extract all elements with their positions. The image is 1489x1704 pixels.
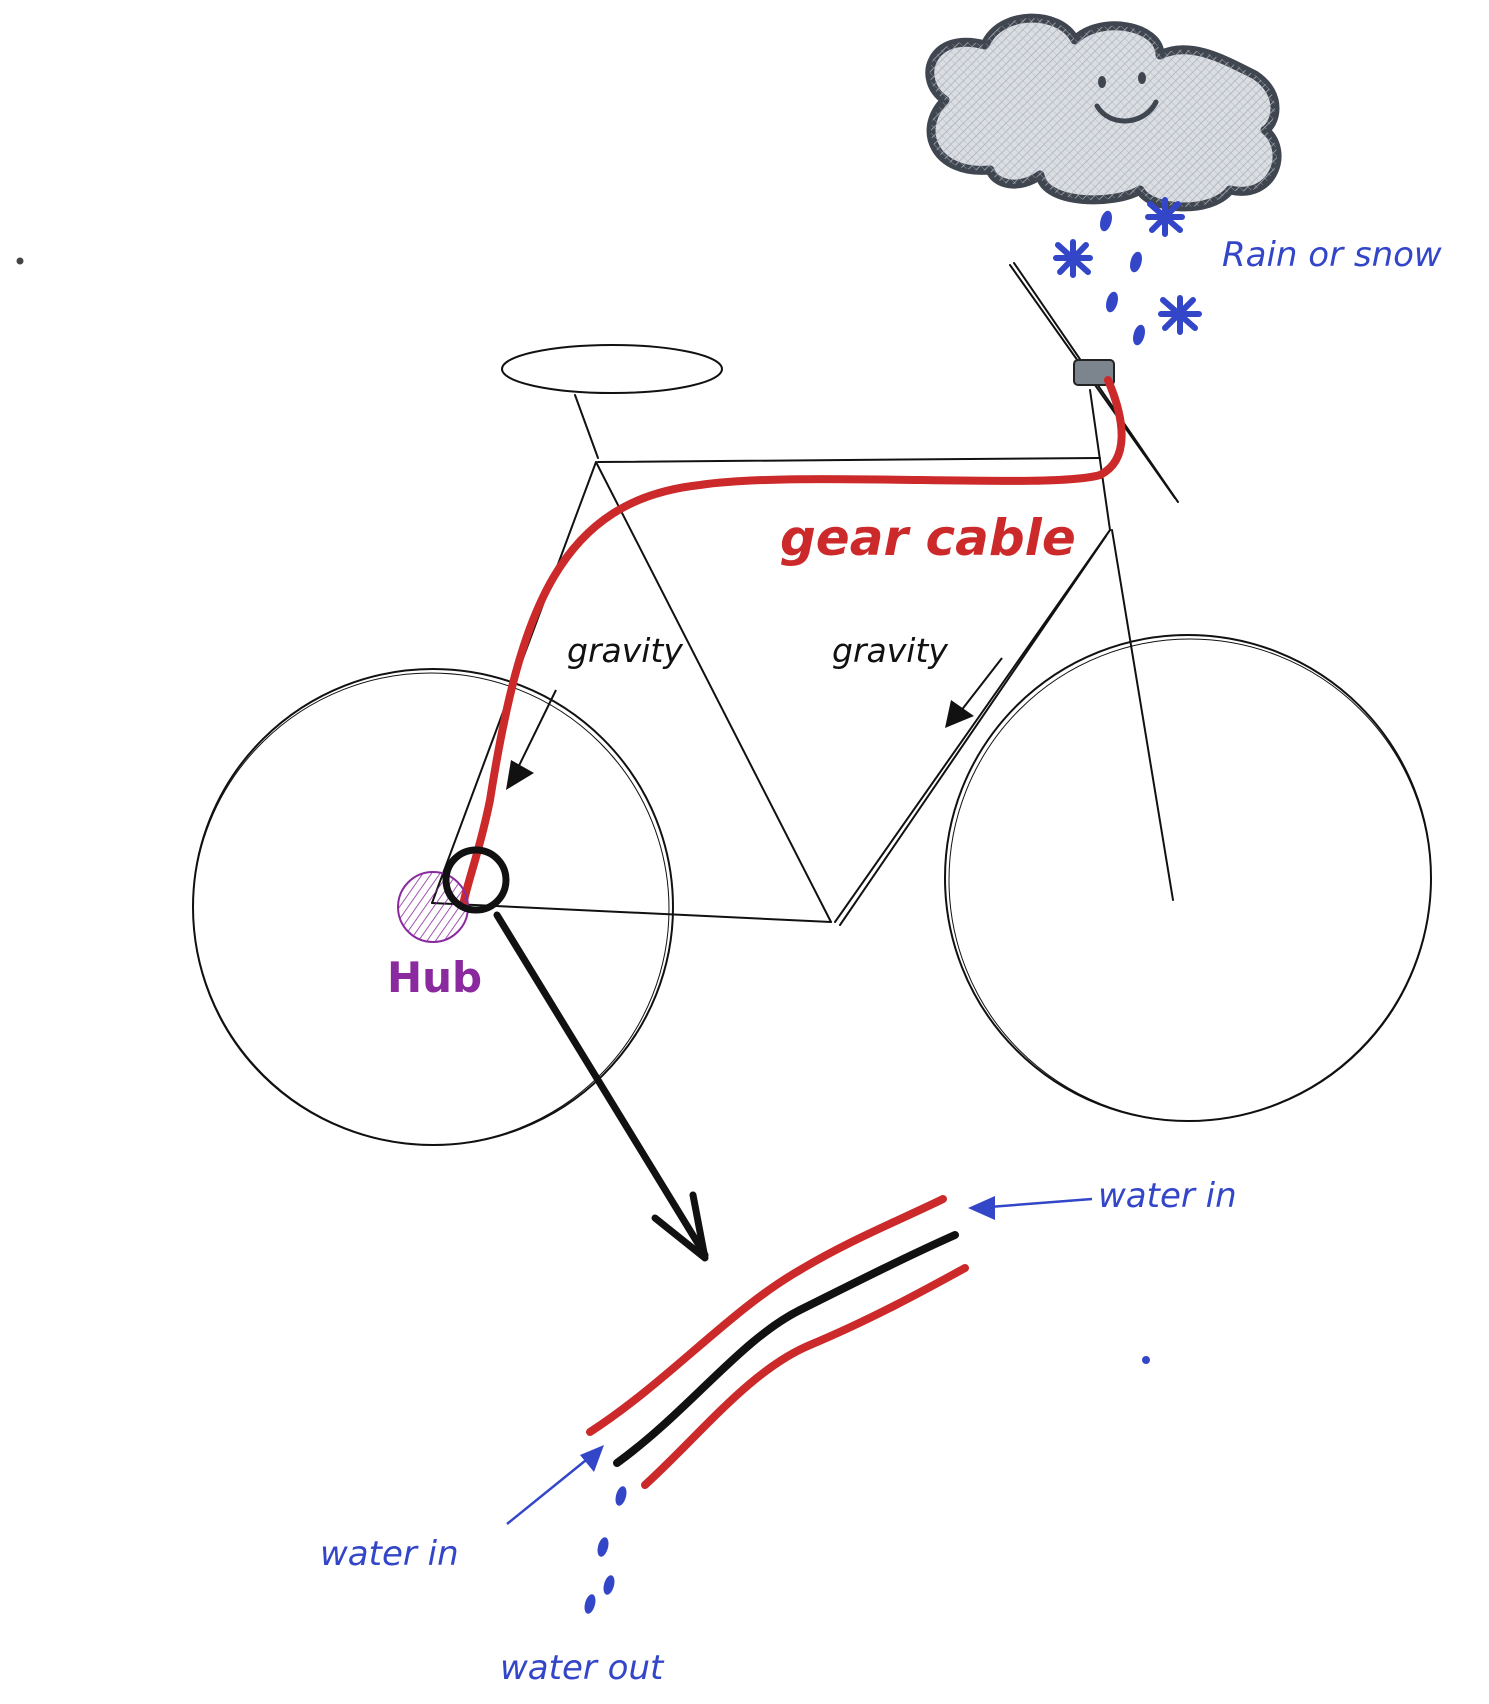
shifter-housing <box>1073 359 1115 386</box>
hub-label: Hub <box>387 953 482 1002</box>
water-in-top-arrow-shaft <box>975 1197 1093 1210</box>
zoom-arrow-head <box>651 1191 709 1262</box>
water-in-bottom-arrow-shaft <box>506 1451 597 1525</box>
raindrop-icon <box>1106 291 1118 313</box>
raindrop-icon <box>615 1486 627 1506</box>
stray-dot-right <box>1142 1356 1150 1364</box>
water-in-bottom-label: water in <box>320 1534 459 1574</box>
saddle <box>501 344 723 394</box>
precipitation <box>1053 197 1202 346</box>
raindrop-icon <box>1130 251 1142 273</box>
stray-dot-left <box>16 257 24 265</box>
front-wheel-sketch <box>948 638 1432 1122</box>
water-drops <box>584 1486 627 1614</box>
cloud-eye-right <box>1138 72 1146 84</box>
zoom-arrow-shaft <box>493 911 709 1259</box>
water-in-top-label: water in <box>1098 1176 1237 1216</box>
gravity-arrow-left-head <box>506 760 534 790</box>
rain-or-snow-label: Rain or snow <box>1222 235 1442 275</box>
rear-wheel-sketch <box>192 672 670 1146</box>
water-in-top-arrow-head <box>968 1196 995 1220</box>
raindrop-icon <box>603 1575 615 1595</box>
gear-cable-label: gear cable <box>780 509 1076 567</box>
snowflake-icon <box>1053 239 1093 278</box>
raindrop-icon <box>597 1537 609 1557</box>
cloud-eye-left <box>1098 76 1106 88</box>
zoom-circle <box>442 846 510 914</box>
gear-cable <box>459 376 1126 909</box>
gravity-label-right: gravity <box>832 631 948 670</box>
snowflake-icon <box>1145 197 1185 237</box>
gravity-arrow-right-head <box>945 700 974 728</box>
water-out-label: water out <box>500 1648 665 1688</box>
cloud-smile <box>1094 99 1159 124</box>
raindrop-icon <box>1133 324 1145 346</box>
raindrop-icon <box>1100 210 1112 232</box>
gravity-label-left: gravity <box>567 631 683 670</box>
cloud-icon <box>925 13 1282 212</box>
zoomed-housing-top <box>586 1195 947 1436</box>
snowflake-icon <box>1158 295 1202 335</box>
zoomed-housing-bottom <box>641 1264 969 1489</box>
zoomed-inner-cable <box>613 1231 959 1467</box>
raindrop-icon <box>584 1594 596 1614</box>
water-in-bottom-arrow-head <box>580 1445 604 1472</box>
